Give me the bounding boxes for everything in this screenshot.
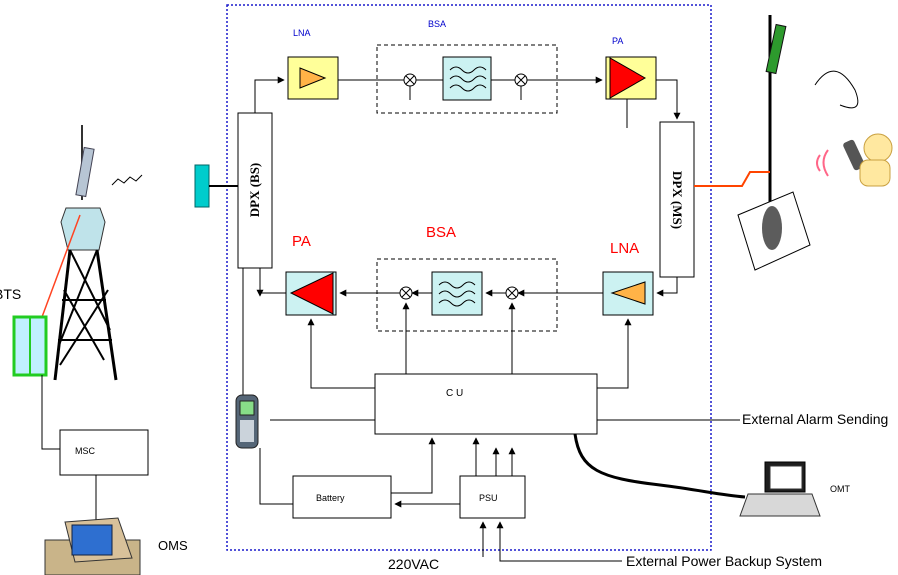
mixer-top-1 bbox=[403, 73, 417, 87]
bts-tower-icon bbox=[41, 125, 118, 381]
service-antenna-icon bbox=[694, 15, 811, 271]
pa-top-label: PA bbox=[612, 36, 624, 46]
donor-antenna-icon bbox=[194, 164, 210, 208]
mixer-bottom-2 bbox=[505, 286, 519, 300]
mobile-user-icon bbox=[816, 133, 893, 187]
dpx-bs-label: DPX (BS) bbox=[247, 162, 262, 218]
cu-box bbox=[374, 373, 598, 435]
dpx-ms-box bbox=[659, 121, 695, 278]
external-alarm-label: External Alarm Sending bbox=[742, 411, 889, 427]
lna-bottom-label: LNA bbox=[610, 240, 640, 257]
mobile-phone-icon bbox=[235, 394, 259, 449]
mixer-bottom-1 bbox=[399, 286, 413, 300]
mixer-top-2 bbox=[514, 73, 528, 87]
cu-label: C U bbox=[446, 388, 464, 399]
lna-bottom-block bbox=[602, 271, 654, 316]
filter-bottom bbox=[431, 271, 483, 316]
psu-box bbox=[459, 475, 526, 519]
lna-top-block bbox=[287, 56, 339, 100]
battery-box bbox=[292, 475, 392, 519]
repeater-boundary bbox=[226, 4, 712, 551]
pa-bottom-label: PA bbox=[292, 233, 311, 250]
omt-label: OMT bbox=[830, 484, 850, 494]
msc-box bbox=[59, 429, 149, 476]
dpx-bs-box bbox=[237, 112, 273, 269]
vac-label: 220VAC bbox=[388, 556, 440, 572]
lna-top-label: LNA bbox=[293, 28, 311, 38]
external-power-label: External Power Backup System bbox=[626, 553, 823, 569]
filter-top bbox=[442, 56, 492, 101]
bts-cabinet-icon bbox=[12, 315, 48, 377]
battery-label: Battery bbox=[316, 493, 345, 503]
bsa-bottom-label: BSA bbox=[426, 224, 457, 241]
msc-label: MSC bbox=[75, 446, 95, 456]
pa-top-block bbox=[605, 56, 657, 128]
laptop-icon bbox=[739, 461, 821, 517]
oms-label: OMS bbox=[158, 538, 188, 553]
pa-bottom-block bbox=[285, 271, 337, 316]
psu-label: PSU bbox=[479, 493, 498, 503]
dpx-ms-label: DPX (MS) bbox=[670, 170, 685, 230]
desktop-computer-icon bbox=[44, 517, 141, 575]
bts-label: BTS bbox=[0, 286, 22, 302]
bsa-top-frame bbox=[376, 44, 558, 114]
bsa-top-label: BSA bbox=[428, 19, 447, 29]
